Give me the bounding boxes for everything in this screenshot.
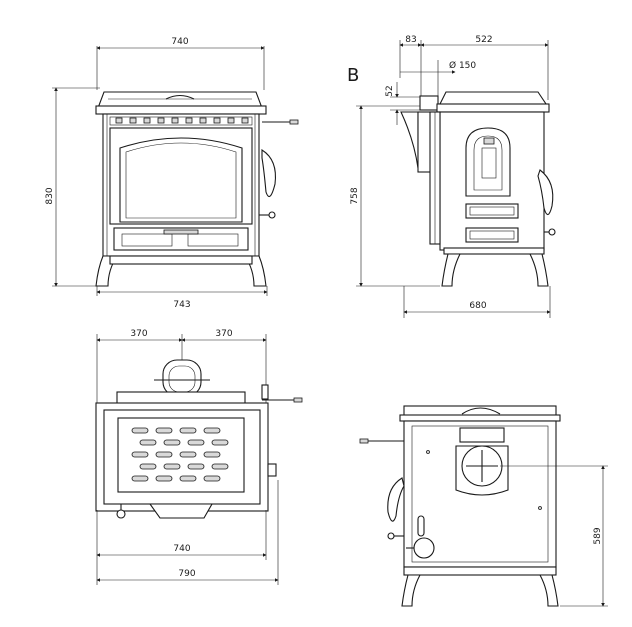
side-depth-bottom-label: 680: [469, 301, 486, 311]
side-view-label: B: [347, 65, 359, 86]
side-depth-top-label: 522: [475, 35, 492, 45]
front-height-label: 830: [45, 187, 55, 204]
front-width-top-dimension: 740: [96, 37, 265, 90]
side-flue-diameter-label: Ø 150: [449, 60, 476, 71]
side-offset-dimension: 83: [399, 35, 422, 100]
front-height-dimension: 830: [45, 87, 100, 287]
rear-flue-height-dimension: 589: [500, 465, 608, 607]
side-depth-bottom-dimension: 680: [403, 286, 551, 318]
rear-view: 589: [359, 405, 608, 607]
side-flue-offset-label: 52: [385, 85, 395, 96]
side-height-dimension: 758: [350, 105, 440, 287]
front-width-bottom-dimension: 743: [96, 286, 268, 310]
top-half-left-label: 370: [130, 329, 147, 339]
top-grill-slots: [131, 427, 229, 482]
side-depth-top-dimension: 522: [420, 35, 549, 100]
front-width-bottom-label: 743: [173, 300, 190, 310]
top-width-outer-label: 790: [178, 569, 195, 579]
top-half-right-label: 370: [215, 329, 232, 339]
top-width-outer-dimension: 790: [96, 480, 279, 585]
side-flue-offset-dimension: 52: [385, 82, 420, 125]
front-width-top-label: 740: [171, 37, 188, 47]
top-width-inner-label: 740: [173, 544, 190, 554]
side-flue-diameter-dimension: Ø 150: [400, 60, 476, 100]
front-view: 740 830 743: [45, 37, 299, 310]
top-view: 370 370: [95, 329, 303, 585]
side-height-label: 758: [350, 187, 360, 204]
rear-flue-height-label: 589: [593, 527, 603, 544]
side-view: B 83 522 Ø 150 52: [347, 35, 556, 318]
side-offset-label: 83: [405, 35, 416, 45]
top-width-inner-dimension: 740: [96, 510, 267, 560]
